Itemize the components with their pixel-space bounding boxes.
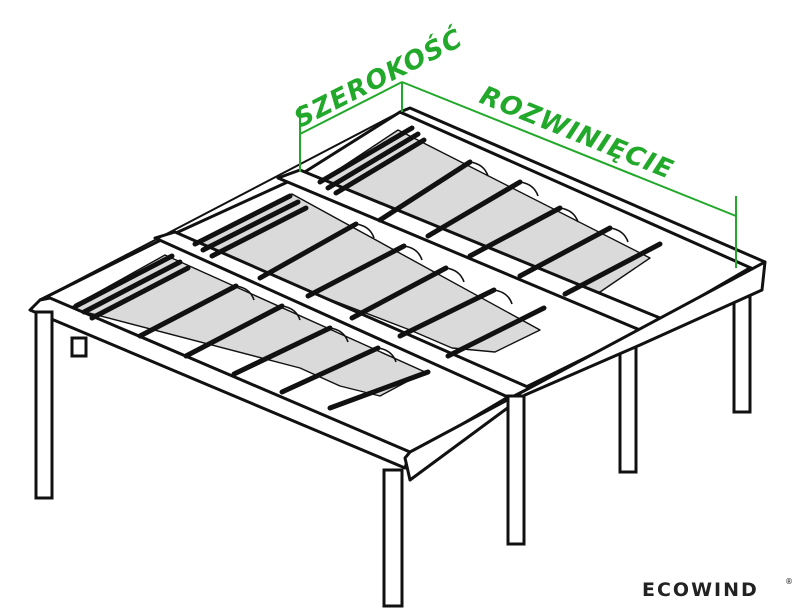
width-label: SZEROKOŚĆ: [289, 22, 468, 134]
extension-dimension: [401, 81, 737, 268]
fabric-folds: [235, 161, 629, 363]
front-posts: [34, 310, 526, 608]
slats: [73, 125, 663, 411]
brand-mark: ®: [785, 577, 793, 586]
brand-logo: ECOWIND ®: [642, 577, 793, 601]
brand-name: ECOWIND: [642, 579, 759, 601]
width-dimension: [299, 81, 403, 172]
